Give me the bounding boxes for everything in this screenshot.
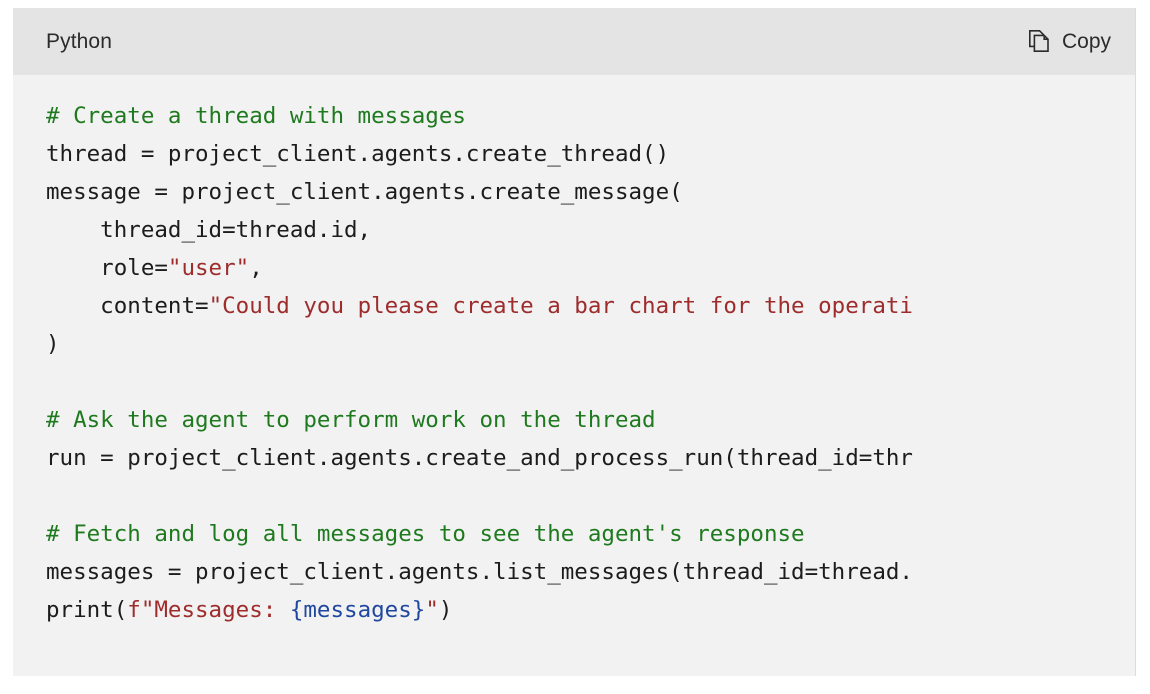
code-line: print(f"Messages: {messages}") <box>46 591 1135 629</box>
code-token-interp: {messages} <box>289 597 426 623</box>
code-token-plain: run = project_client.agents.create_and_p… <box>46 445 913 471</box>
code-token-plain: role= <box>46 255 168 281</box>
code-token-comment: # Ask the agent to perform work on the t… <box>46 407 656 433</box>
code-line: messages = project_client.agents.list_me… <box>46 553 1135 591</box>
code-line: message = project_client.agents.create_m… <box>46 173 1135 211</box>
code-line: run = project_client.agents.create_and_p… <box>46 439 1135 477</box>
code-token-plain: ) <box>46 331 60 357</box>
copy-button[interactable]: Copy <box>1026 25 1113 58</box>
code-token-string: "Could you please create a bar chart for… <box>208 293 913 319</box>
copy-button-label: Copy <box>1061 30 1111 53</box>
code-block: Python Copy # Create a thread with messa… <box>13 8 1136 676</box>
code-token-string: "user" <box>167 255 250 281</box>
code-language-label: Python <box>46 30 112 53</box>
code-token-plain: thread_id=thread.id, <box>46 217 372 243</box>
code-token-plain: content= <box>46 293 209 319</box>
code-token-plain: , <box>249 255 263 281</box>
code-line <box>46 363 1135 401</box>
code-line: thread = project_client.agents.create_th… <box>46 135 1135 173</box>
code-line: # Fetch and log all messages to see the … <box>46 515 1135 553</box>
code-token-plain: ) <box>438 597 453 623</box>
code-token-plain: print( <box>46 597 128 623</box>
copy-pages-icon <box>1028 29 1051 54</box>
code-line: ) <box>46 325 1135 363</box>
code-line: # Ask the agent to perform work on the t… <box>46 401 1135 439</box>
code-line: role="user", <box>46 249 1135 287</box>
code-block-header: Python Copy <box>13 8 1135 75</box>
code-token-plain: thread = project_client.agents.create_th… <box>46 141 670 167</box>
code-line: content="Could you please create a bar c… <box>46 287 1135 325</box>
code-token-comment: # Fetch and log all messages to see the … <box>46 521 805 547</box>
code-line: thread_id=thread.id, <box>46 211 1135 249</box>
code-line <box>46 477 1135 515</box>
code-content[interactable]: # Create a thread with messages thread = … <box>46 97 1135 629</box>
code-token-plain: message = project_client.agents.create_m… <box>46 179 683 205</box>
code-token-string: " <box>425 597 439 623</box>
code-token-string: f"Messages: <box>127 597 290 623</box>
code-token-comment: # Create a thread with messages <box>46 103 466 129</box>
code-token-plain: messages = project_client.agents.list_me… <box>46 559 913 585</box>
code-line: # Create a thread with messages <box>46 97 1135 135</box>
code-body: # Create a thread with messages thread = … <box>13 75 1135 676</box>
